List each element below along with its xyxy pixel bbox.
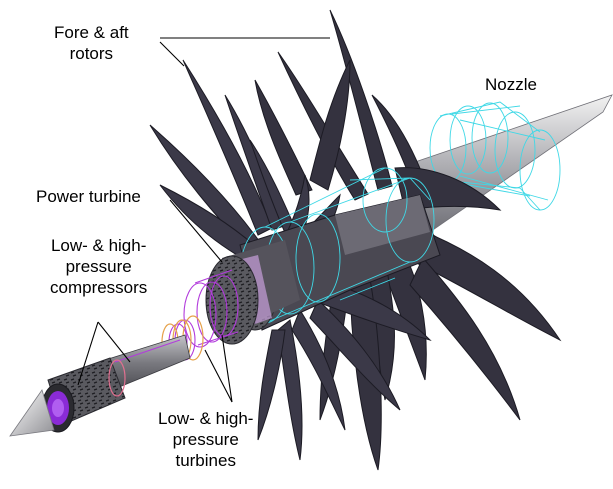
label-power-turbine-line-1: Power turbine [36, 186, 141, 207]
label-compressors-line-2: pressure [50, 256, 147, 277]
label-compressors-line-1: Low- & high- [50, 235, 147, 256]
nozzle-spike [415, 95, 612, 232]
label-turbines-line-3: turbines [158, 450, 253, 471]
label-fore-aft-rotors: Fore & aft rotors [54, 22, 129, 64]
label-nozzle-line-1: Nozzle [485, 74, 537, 95]
leader-rotors-lower [160, 42, 184, 66]
label-compressors-line-3: compressors [50, 277, 147, 298]
label-turbines: Low- & high- pressure turbines [158, 408, 253, 471]
label-power-turbine: Power turbine [36, 186, 141, 207]
leader-compressors-right [98, 322, 130, 362]
label-compressors: Low- & high- pressure compressors [50, 235, 147, 298]
label-rotors-line-1: Fore & aft [54, 22, 129, 43]
label-turbines-line-1: Low- & high- [158, 408, 253, 429]
label-nozzle: Nozzle [485, 74, 537, 95]
label-turbines-line-2: pressure [158, 429, 253, 450]
label-rotors-line-2: rotors [54, 43, 129, 64]
